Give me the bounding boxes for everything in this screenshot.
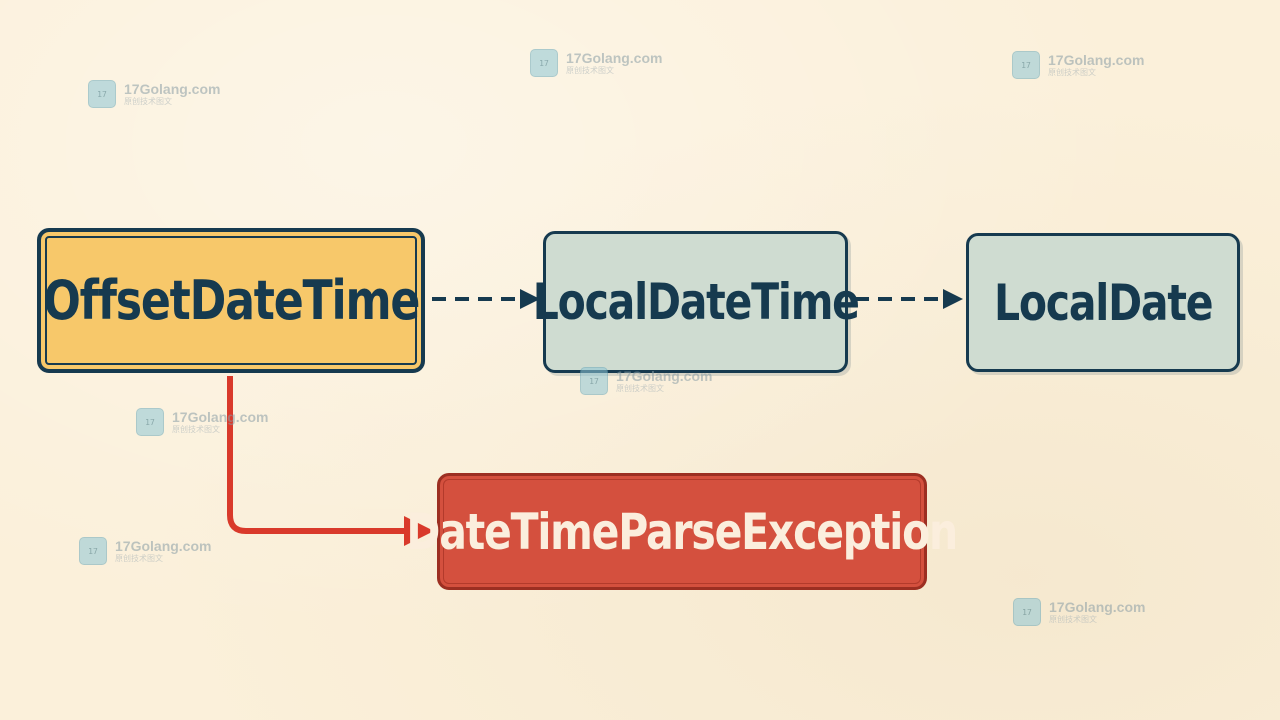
node-localdate-label: LocalDate bbox=[993, 273, 1214, 332]
watermark-logo-icon: 17 bbox=[580, 367, 608, 395]
watermark-logo-icon: 17 bbox=[530, 49, 558, 77]
watermark-tagline: 原创技术图文 bbox=[566, 66, 614, 75]
watermark-tagline: 原创技术图文 bbox=[1048, 68, 1096, 77]
watermark: 17 17Golang.com 原创技术图文 bbox=[1013, 598, 1145, 626]
watermark-logo-icon: 17 bbox=[88, 80, 116, 108]
node-offsetdatetime: OffsetDateTime bbox=[37, 228, 425, 373]
watermark-tagline: 原创技术图文 bbox=[115, 554, 163, 563]
watermark: 17 17Golang.com 原创技术图文 bbox=[136, 408, 268, 436]
watermark-site: 17Golang.com bbox=[1049, 599, 1146, 615]
edge-offset-to-exception bbox=[227, 376, 434, 546]
node-offsetdatetime-label: OffsetDateTime bbox=[43, 269, 420, 332]
watermark-tagline: 原创技术图文 bbox=[172, 425, 220, 434]
watermark-logo-icon: 17 bbox=[79, 537, 107, 565]
watermark-logo-icon: 17 bbox=[1013, 598, 1041, 626]
watermark: 17 17Golang.com 原创技术图文 bbox=[580, 367, 712, 395]
node-localdatetime: LocalDateTime bbox=[533, 231, 860, 373]
watermark-logo-icon: 17 bbox=[136, 408, 164, 436]
node-localdatetime-label: LocalDateTime bbox=[532, 273, 860, 331]
node-exception-label: DateTimeParseException bbox=[406, 502, 959, 561]
watermark: 17 17Golang.com 原创技术图文 bbox=[88, 80, 220, 108]
watermark-tagline: 原创技术图文 bbox=[124, 97, 172, 106]
watermark-tagline: 原创技术图文 bbox=[1049, 615, 1097, 624]
watermark-site: 17Golang.com bbox=[115, 538, 212, 554]
watermark-logo-icon: 17 bbox=[1012, 51, 1040, 79]
watermark: 17 17Golang.com 原创技术图文 bbox=[79, 537, 211, 565]
watermark-site: 17Golang.com bbox=[172, 409, 269, 425]
watermark-tagline: 原创技术图文 bbox=[616, 384, 664, 393]
watermark: 17 17Golang.com 原创技术图文 bbox=[1012, 51, 1144, 79]
node-localdate: LocalDate bbox=[966, 233, 1240, 372]
watermark: 17 17Golang.com 原创技术图文 bbox=[530, 49, 662, 77]
watermark-site: 17Golang.com bbox=[616, 368, 713, 384]
watermark-site: 17Golang.com bbox=[1048, 52, 1145, 68]
node-datetimeparseexception: DateTimeParseException bbox=[407, 473, 959, 590]
watermark-site: 17Golang.com bbox=[566, 50, 663, 66]
watermark-site: 17Golang.com bbox=[124, 81, 221, 97]
